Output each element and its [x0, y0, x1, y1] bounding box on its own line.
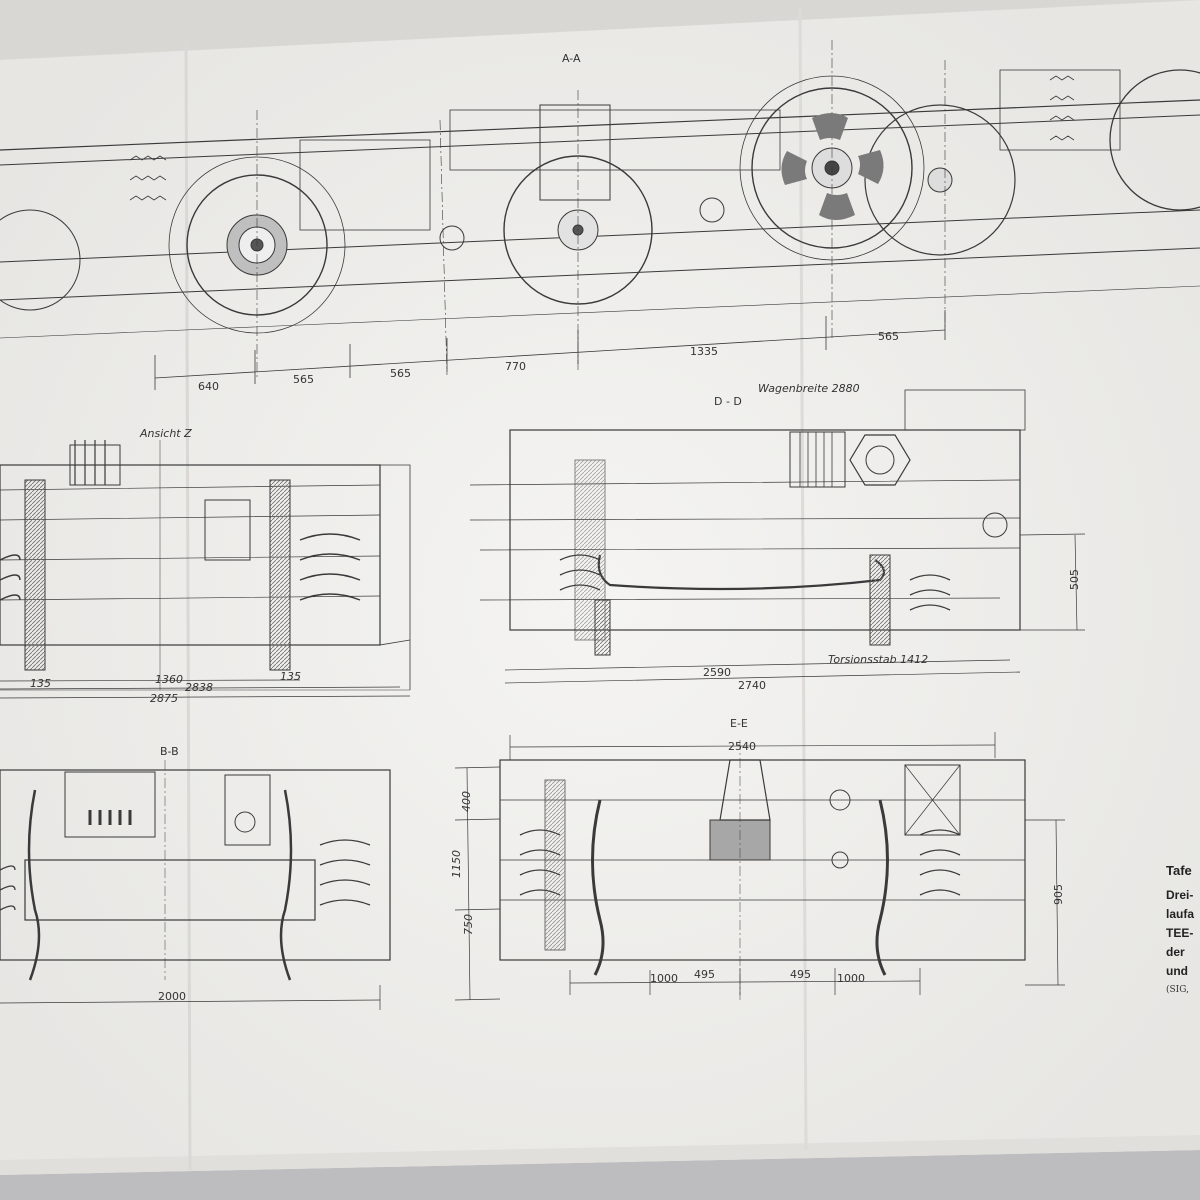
- dim-1150: 1150: [450, 850, 463, 878]
- ansicht-z-dims: [0, 679, 411, 699]
- section-ee-drawing: [499, 740, 1026, 1000]
- dim-2590: 2590: [703, 666, 731, 679]
- dim-135-b: 135: [280, 670, 301, 683]
- caption-line-1: Drei-: [1166, 888, 1193, 902]
- wheel-vents: [781, 113, 884, 220]
- section-aa-drawing: [0, 40, 1200, 380]
- dim-2540: 2540: [728, 740, 756, 753]
- dim-505: 505: [1068, 569, 1081, 590]
- caption-source: (SIG,: [1166, 984, 1189, 995]
- caption-line-4: der: [1166, 945, 1185, 959]
- dim-135-a: 135: [30, 677, 51, 690]
- dim-565-b: 565: [390, 367, 411, 380]
- section-bb-dims: [0, 985, 381, 1010]
- dim-640: 640: [198, 380, 219, 393]
- caption-line-5: und: [1166, 964, 1188, 978]
- section-aa-label: A-A: [562, 52, 581, 65]
- dim-2838: 2838: [185, 681, 213, 694]
- caption-line-2: laufa: [1166, 907, 1194, 921]
- dim-565-a: 565: [293, 373, 314, 386]
- dim-400: 400: [460, 791, 473, 812]
- dim-1360: 1360: [155, 673, 183, 686]
- caption-title: Tafe: [1166, 863, 1192, 878]
- wagenbreite-label: Wagenbreite 2880: [758, 382, 860, 395]
- dim-770: 770: [505, 360, 526, 373]
- dim-2740: 2740: [738, 679, 766, 692]
- dim-905: 905: [1052, 884, 1065, 905]
- section-dd-drawing: [469, 389, 1026, 656]
- section-dd-label: D - D: [714, 395, 742, 408]
- section-ee-label: E-E: [730, 717, 748, 730]
- dim-1000-a: 1000: [650, 972, 678, 985]
- dim-495-a: 495: [694, 968, 715, 981]
- section-bb-label: B-B: [160, 745, 179, 758]
- torsion-label: Torsionsstab 1412: [828, 653, 928, 666]
- top-dimension-line: [154, 310, 946, 390]
- caption: Tafe Drei- laufa TEE- der und (SIG,: [1166, 863, 1194, 995]
- caption-line-3: TEE-: [1166, 926, 1193, 940]
- dim-750: 750: [462, 914, 475, 935]
- dim-2000: 2000: [158, 990, 186, 1003]
- dim-1335: 1335: [690, 345, 718, 358]
- dim-495-b: 495: [790, 968, 811, 981]
- ansicht-z-drawing: [0, 440, 411, 691]
- dim-1000-b: 1000: [837, 972, 865, 985]
- dim-565-c: 565: [878, 330, 899, 343]
- dim-2875: 2875: [150, 692, 178, 705]
- section-ee-dims: [454, 732, 1065, 1001]
- section-dd-dims: [504, 533, 1086, 684]
- section-bb-drawing: [0, 760, 391, 981]
- ansicht-z-label: Ansicht Z: [139, 427, 192, 440]
- top-dimension-labels: 640 565 565 770 1335 565: [198, 330, 899, 393]
